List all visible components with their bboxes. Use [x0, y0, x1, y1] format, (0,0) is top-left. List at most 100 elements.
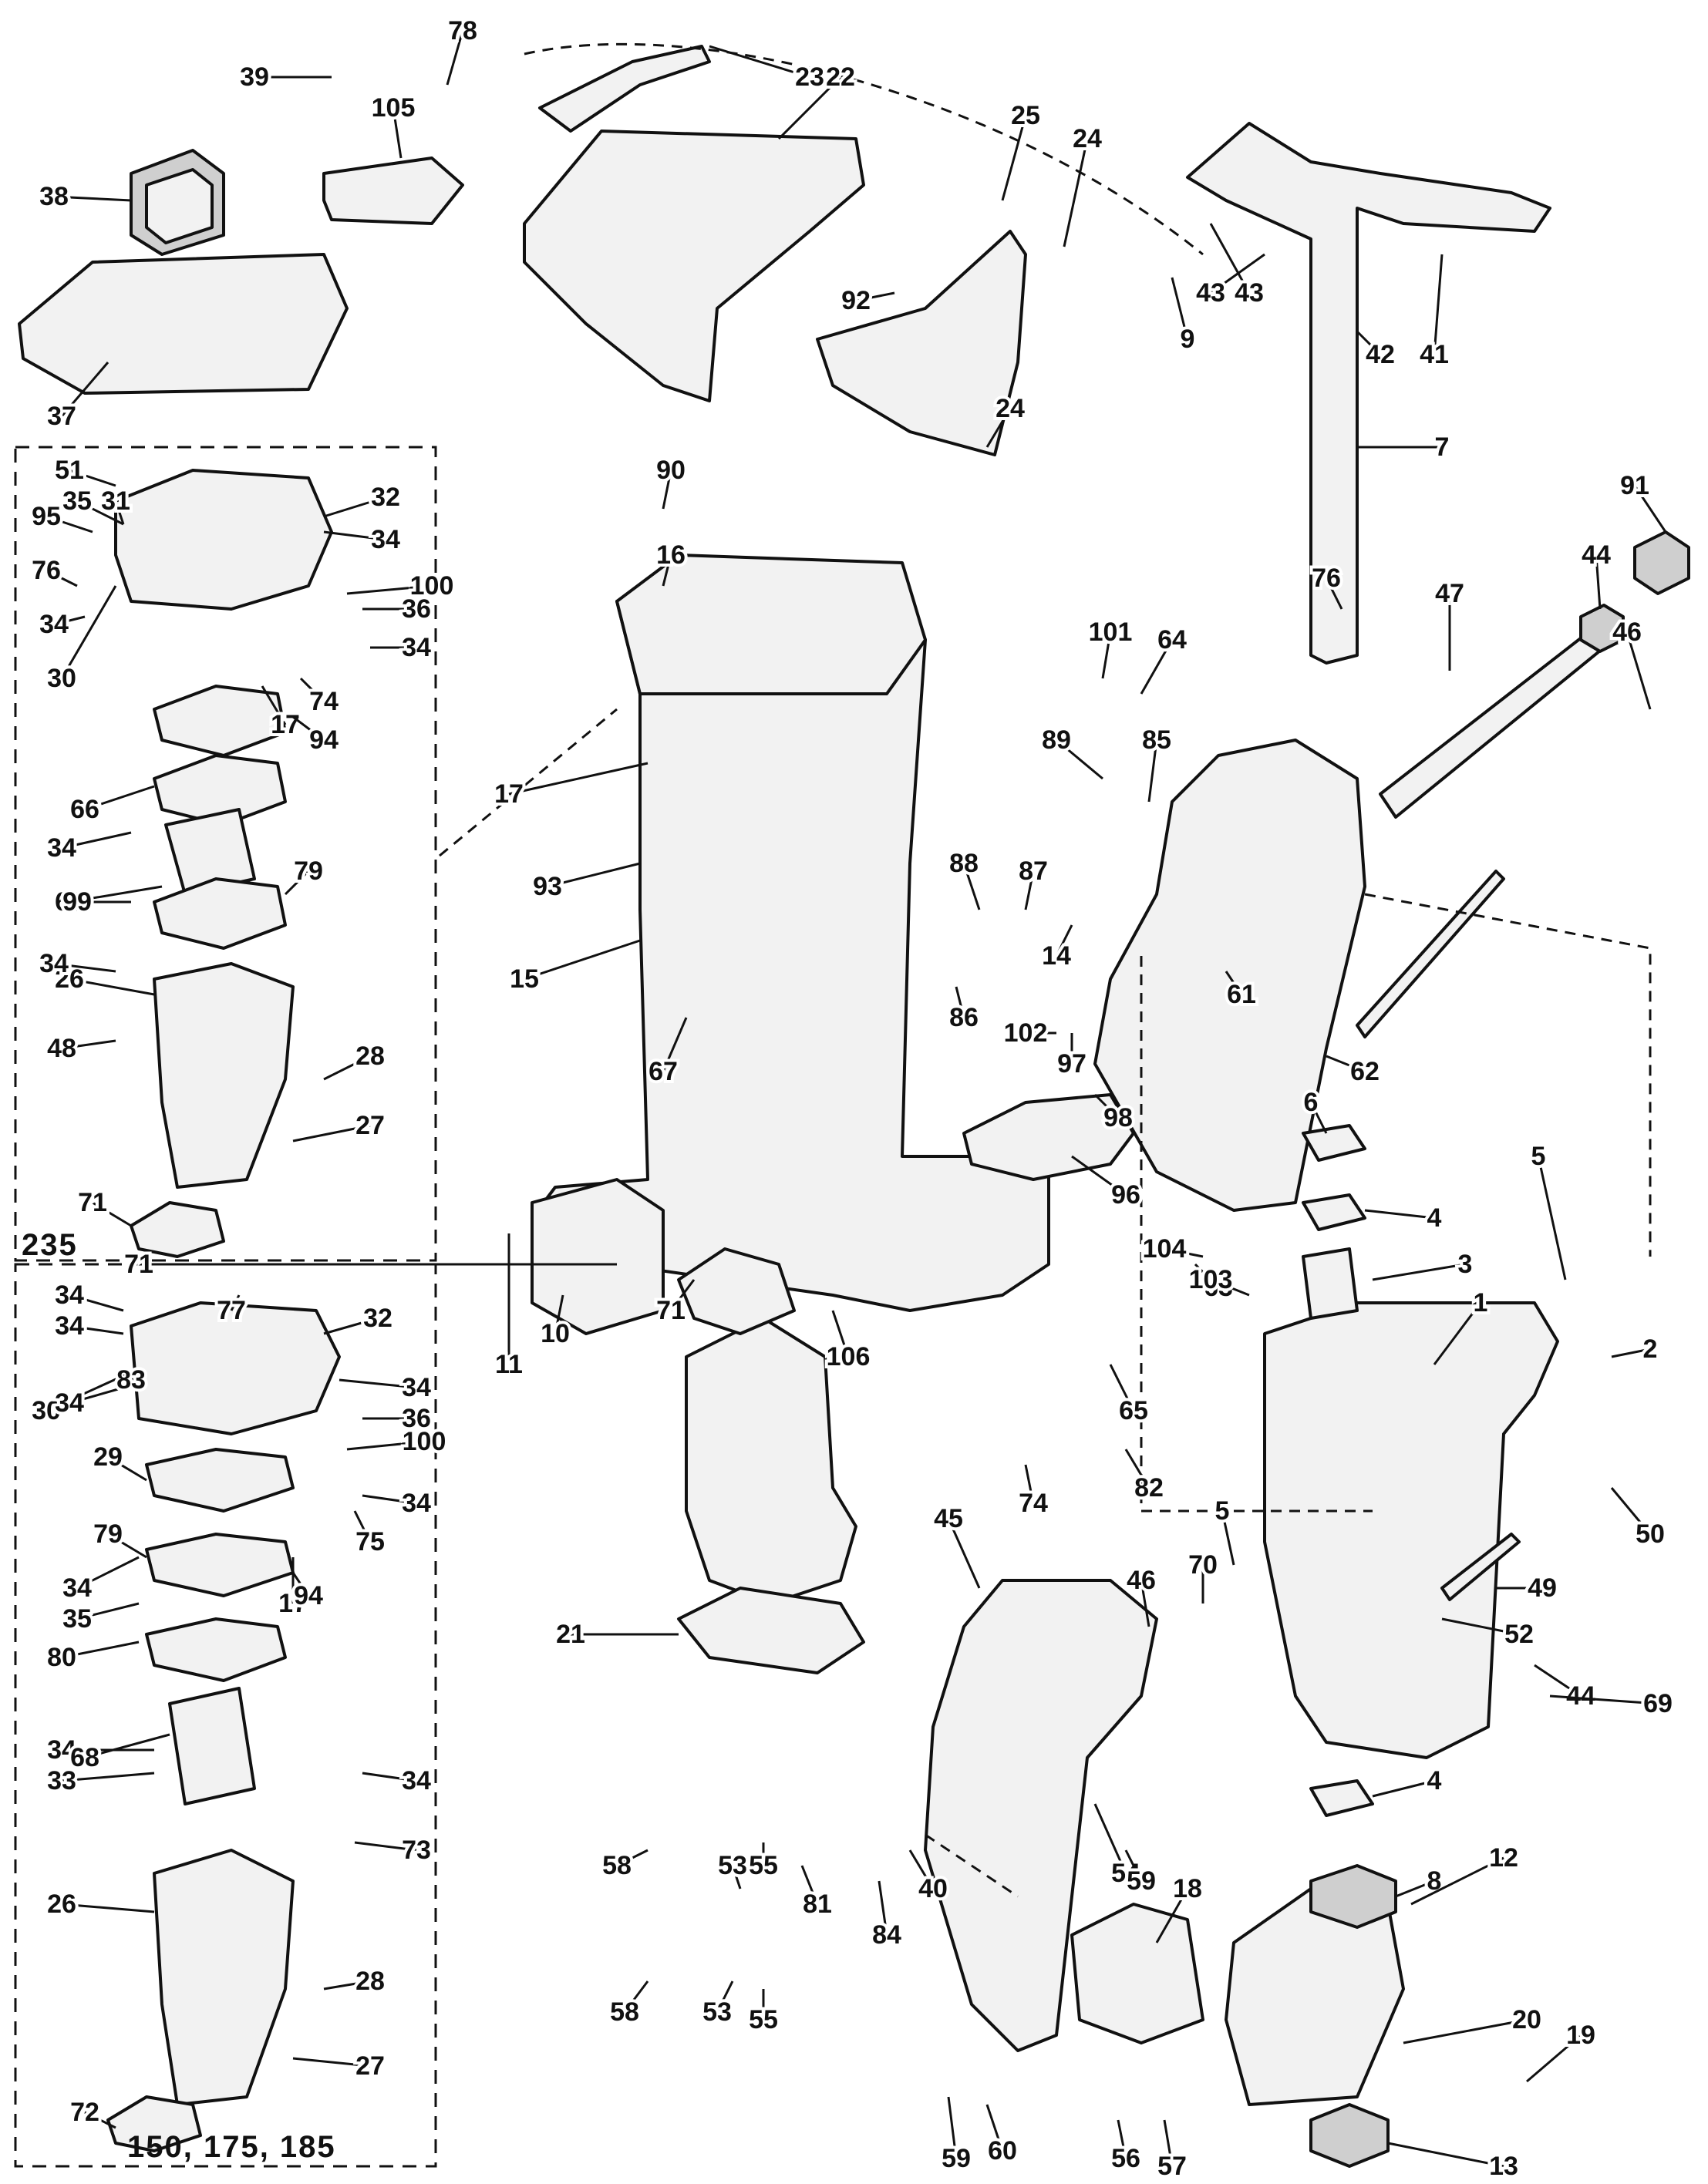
- callout-69: 69: [1643, 1689, 1673, 1718]
- callout-leader: [299, 677, 325, 703]
- callout-25: 25: [1011, 101, 1040, 130]
- callout-leader: [362, 1772, 417, 1782]
- exhaust-tube-26-upper: [153, 962, 295, 1189]
- clamp-12: [1225, 1887, 1405, 2106]
- callout-leader: [855, 291, 895, 302]
- gasket-94-upper: [153, 685, 287, 757]
- callout-5: 5: [1531, 1142, 1546, 1171]
- plate-66: [153, 754, 287, 826]
- assembly-line-cover: [524, 42, 1204, 256]
- exhaust-tube-68-lower: [168, 1687, 256, 1805]
- callout-leader: [1309, 1102, 1328, 1134]
- callout-59: 59: [942, 2144, 971, 2173]
- callout-leader: [985, 408, 1012, 448]
- callout-56: 56: [1111, 2144, 1140, 2173]
- adapter-plate-30-upper: [114, 469, 333, 611]
- callout-87: 87: [1019, 856, 1048, 886]
- plate-78: [145, 1533, 295, 1597]
- callout-leader: [84, 1733, 170, 1759]
- callout-71: 71: [656, 1296, 686, 1325]
- callout-103: 103: [1189, 1265, 1233, 1294]
- callout-68: 68: [70, 1743, 99, 1772]
- callout-leader: [323, 530, 386, 541]
- callout-leader: [53, 962, 116, 973]
- callout-leader: [662, 469, 672, 510]
- callout-leader: [53, 195, 132, 202]
- callout-leader: [61, 1772, 155, 1782]
- callout-leader: [1433, 1302, 1482, 1365]
- callout-leader: [947, 1518, 981, 1589]
- callout-20: 20: [1512, 2005, 1541, 2034]
- callout-100: 100: [410, 571, 454, 601]
- callout-leader: [1155, 1888, 1189, 1943]
- callout-leader: [114, 500, 125, 525]
- callout-60: 60: [988, 2136, 1017, 2165]
- callout-leader: [554, 1294, 564, 1334]
- callout-leader: [291, 1572, 310, 1597]
- tilt-tube-block-18: [1070, 1903, 1204, 2044]
- callout-leader: [1071, 1155, 1127, 1196]
- gasket-79-upper: [153, 877, 287, 950]
- callout-leader: [985, 2104, 1004, 2152]
- shim-96: [962, 1093, 1135, 1181]
- assembly-line-housing: [439, 708, 618, 857]
- callout-35: 35: [62, 1604, 92, 1634]
- callout-leader: [947, 2096, 958, 2159]
- callout-70: 70: [1188, 1550, 1218, 1580]
- callout-51: 51: [55, 456, 84, 485]
- callout-leader: [908, 1849, 935, 1890]
- callout-30: 30: [47, 664, 76, 693]
- callout-leader: [955, 986, 965, 1018]
- seal-4-lower: [1309, 1779, 1374, 1817]
- callout-leader: [92, 1201, 132, 1227]
- callout-leader: [354, 1841, 417, 1852]
- rod-61: [1356, 870, 1505, 1038]
- callout-leader: [61, 1903, 155, 1913]
- callout-24: 24: [1073, 124, 1102, 153]
- callout-leader: [230, 1294, 241, 1311]
- callout-77: 77: [217, 1296, 246, 1325]
- bearing-8: [1309, 1864, 1397, 1929]
- washer-6: [1302, 1124, 1366, 1162]
- callout-leader: [1056, 739, 1103, 780]
- callout-47: 47: [1435, 579, 1464, 608]
- seal-21: [677, 1587, 865, 1674]
- callout-13: 13: [1489, 2152, 1518, 2181]
- callout-leader: [878, 1880, 888, 1936]
- callout-leader: [76, 1556, 140, 1590]
- steering-arm-7: [1186, 122, 1551, 665]
- callout-84: 84: [872, 1920, 901, 1950]
- callout-leader: [292, 2057, 371, 2068]
- callout-leader: [107, 1533, 147, 1559]
- callout-27: 27: [355, 2051, 385, 2081]
- callout-106: 106: [827, 1342, 871, 1371]
- callout-leader: [777, 76, 842, 140]
- callout-99: 99: [62, 887, 92, 917]
- callout-leader: [392, 107, 403, 159]
- callout-1: 1: [1474, 1288, 1488, 1317]
- callout-34: 34: [47, 833, 76, 863]
- callout-leader: [1194, 1263, 1220, 1289]
- callout-leader: [1433, 254, 1444, 355]
- callout-34: 34: [55, 1280, 84, 1310]
- drive-shaft-47: [1379, 631, 1605, 819]
- callout-95: 95: [32, 502, 61, 531]
- callout-102: 102: [1004, 1018, 1048, 1048]
- callout-leader: [623, 1980, 649, 2013]
- callout-leader: [261, 685, 287, 725]
- callout-leader: [1117, 2119, 1127, 2159]
- grip-handle-23: [538, 45, 711, 133]
- callout-leader: [731, 1865, 742, 1890]
- callout-leader: [61, 1039, 116, 1050]
- side-cover-25: [816, 230, 1027, 456]
- callout-leader: [1140, 1580, 1150, 1627]
- callout-53: 53: [702, 1997, 732, 2027]
- callout-28: 28: [355, 1967, 385, 1996]
- callout-leader: [1209, 223, 1251, 294]
- callout-leader: [1093, 1803, 1127, 1874]
- callout-leader: [1325, 577, 1343, 610]
- nut-91: [1633, 530, 1690, 595]
- seal-71-centre: [677, 1247, 796, 1335]
- bushing-3: [1302, 1247, 1359, 1320]
- assembly-line-clamp: [925, 1833, 1019, 1898]
